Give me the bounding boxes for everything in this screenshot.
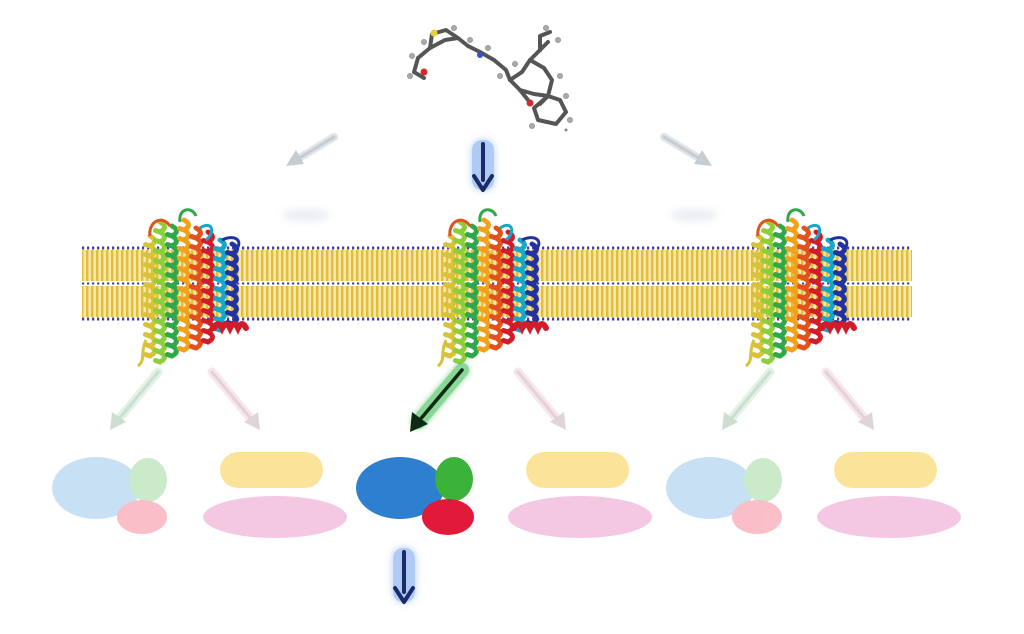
helix-loop <box>807 223 822 242</box>
helix-loop <box>521 236 541 251</box>
gpcr-receptor-left-icon <box>136 208 249 368</box>
arrow-left-gprotein-faded <box>110 367 163 430</box>
helix <box>453 219 467 365</box>
helix <box>153 219 167 365</box>
helix-8 <box>211 321 249 335</box>
c-tail <box>436 339 448 368</box>
ligand-arrow-center-active <box>472 140 494 192</box>
helix-loop <box>786 208 806 223</box>
helix <box>785 217 799 353</box>
arrow-right-gprotein-faded <box>722 367 775 430</box>
helix-loop <box>478 208 498 223</box>
helix-loop <box>829 236 849 251</box>
helix <box>177 217 191 353</box>
helix <box>821 237 835 333</box>
helix <box>501 229 515 345</box>
helix <box>225 241 239 327</box>
helix <box>833 241 847 327</box>
helix <box>477 217 491 353</box>
g-protein-complex-center-active <box>356 457 474 535</box>
helix <box>443 233 457 359</box>
downstream-signal-arrow-active <box>393 548 415 604</box>
effector-center-faded <box>508 452 652 538</box>
g-protein-complex-left-faded <box>52 457 167 534</box>
faded-ligand-left <box>282 209 330 221</box>
arrow-center-gprotein-active <box>410 363 469 432</box>
g-protein-complex-right-faded <box>666 457 782 534</box>
arrow-right-effector-faded <box>821 367 874 430</box>
helix-loop <box>756 218 780 237</box>
helix <box>213 237 227 333</box>
helix <box>165 223 179 359</box>
helix-8 <box>511 321 549 335</box>
arrow-center-effector-faded <box>513 367 566 430</box>
faded-ligand-right <box>670 209 718 221</box>
helix-loop <box>448 218 472 237</box>
helix <box>809 229 823 345</box>
arrow-left-effector-faded <box>207 367 260 430</box>
c-tail <box>744 339 756 368</box>
helix <box>525 241 539 327</box>
helix-loop <box>199 223 214 242</box>
gpcr-receptor-center-icon <box>436 208 549 368</box>
helix-8 <box>819 321 857 335</box>
helix-loop <box>178 208 198 223</box>
helix-loop <box>499 223 514 242</box>
helix <box>143 233 157 359</box>
helix <box>201 229 215 345</box>
effector-right-faded <box>817 452 961 538</box>
helix <box>761 219 775 365</box>
helix <box>465 223 479 359</box>
effector-left-faded <box>203 452 347 538</box>
ligand-arrow-right-faded <box>660 133 712 166</box>
helix <box>751 233 765 359</box>
gpcr-receptor-right-icon <box>744 208 857 368</box>
helix <box>489 225 503 351</box>
helix <box>797 225 811 351</box>
ligand-arrow-left-faded <box>286 133 338 166</box>
helix <box>513 237 527 333</box>
helix-loop <box>148 218 172 237</box>
helix <box>773 223 787 359</box>
helix <box>189 225 203 351</box>
c-tail <box>136 339 148 368</box>
helix-loop <box>221 236 241 251</box>
ligand-molecule-icon <box>407 25 573 132</box>
